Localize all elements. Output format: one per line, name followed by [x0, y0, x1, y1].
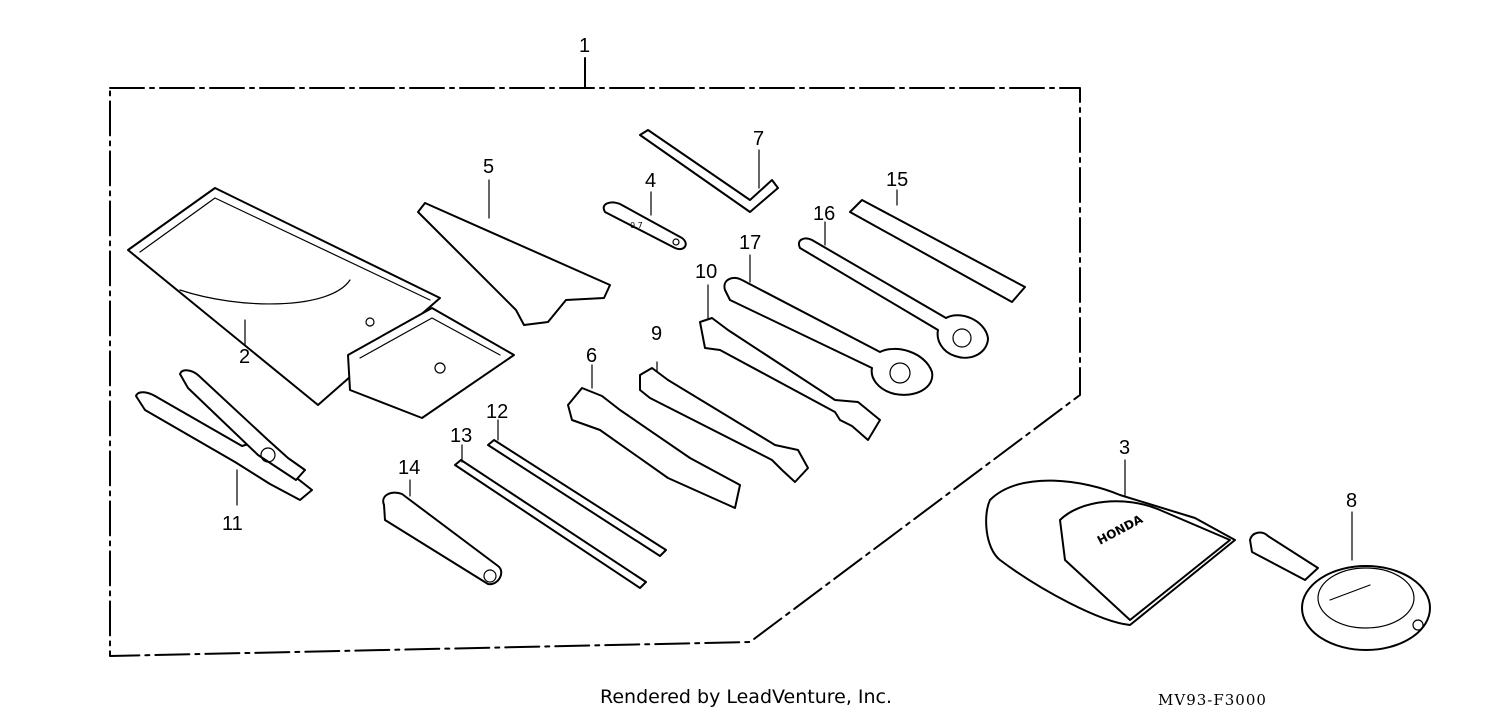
label-7: 7: [753, 128, 764, 150]
label-8: 8: [1346, 490, 1357, 512]
open-wrench-8x12: [639, 361, 809, 483]
pin-spanner: [417, 179, 611, 326]
label-10: 10: [695, 261, 717, 283]
label-17: 17: [739, 232, 761, 254]
footer-diagram-code: MV93-F3000: [1158, 691, 1267, 709]
hex-key: [639, 129, 779, 213]
screwdriver-shaft-12: [487, 419, 667, 557]
label-4: 4: [645, 170, 656, 192]
gauge-pouch: HONDA: [985, 459, 1236, 626]
kit-boundary: [109, 57, 1081, 657]
label-5: 5: [483, 156, 494, 178]
box-wrench-27: [723, 254, 934, 396]
box-wrench-22: [798, 221, 989, 359]
feeler-gauge: 0.7: [602, 191, 687, 250]
label-14: 14: [398, 457, 420, 479]
footer-credit: Rendered by LeadVenture, Inc.: [600, 686, 893, 708]
label-3: 3: [1119, 437, 1130, 459]
tool-bag: [127, 187, 515, 419]
label-2: 2: [239, 346, 250, 368]
label-16: 16: [813, 203, 835, 225]
screwdriver-handle: [382, 479, 503, 586]
label-6: 6: [586, 345, 597, 367]
pliers: [135, 369, 313, 506]
label-15: 15: [886, 169, 908, 191]
label-11: 11: [222, 513, 243, 535]
label-1: 1: [579, 35, 590, 57]
open-wrench-10x14: [699, 284, 881, 441]
label-13: 13: [450, 425, 472, 447]
spark-plug-wrench: [567, 364, 741, 509]
label-12: 12: [486, 401, 508, 423]
feeler-gauge-text: 0.7: [630, 221, 643, 230]
label-9: 9: [651, 323, 662, 345]
screwdriver-shaft-13: [454, 444, 647, 589]
wrench-handle: [849, 189, 1026, 303]
tire-pressure-gauge: [1249, 511, 1431, 651]
